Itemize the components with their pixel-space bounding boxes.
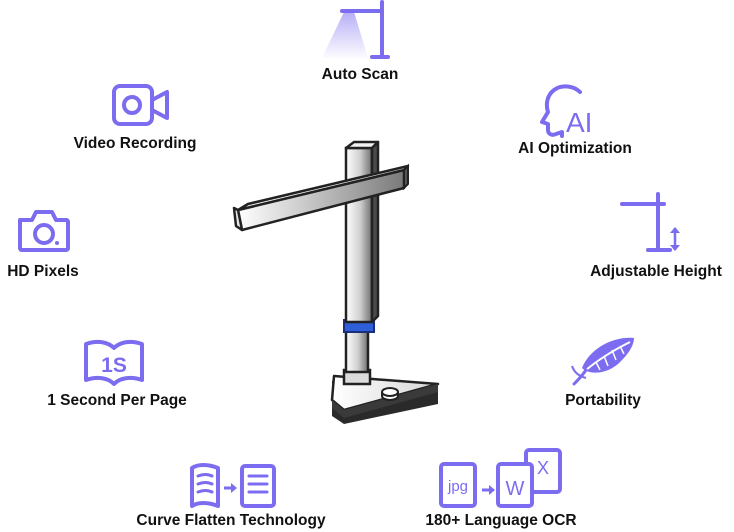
file-convert-icon: jpg X W <box>438 448 564 510</box>
adjustable-height-label: Adjustable Height <box>590 263 722 280</box>
one-second-label: 1 Second Per Page <box>47 392 187 409</box>
document-scanner-illustration <box>228 140 448 435</box>
ai-icon-text: AI <box>566 107 592 138</box>
portability-label: Portability <box>565 392 641 409</box>
one-second-icon-text: 1S <box>101 354 127 377</box>
ocr-label: 180+ Language OCR <box>425 512 577 529</box>
feather-icon <box>570 336 638 386</box>
ai-head-icon: AI <box>540 84 596 138</box>
flatten-document-icon <box>188 462 280 510</box>
open-book-icon: 1S <box>82 339 146 386</box>
curve-flatten-label: Curve Flatten Technology <box>136 512 326 529</box>
video-camera-icon <box>112 84 170 128</box>
x-icon-text: X <box>537 458 549 478</box>
photo-camera-icon <box>16 208 72 254</box>
height-adjust-icon <box>618 192 686 256</box>
auto-scan-label: Auto Scan <box>321 66 399 83</box>
hd-pixels-label: HD Pixels <box>7 263 79 280</box>
scanner-lamp-icon <box>320 0 390 60</box>
video-recording-label: Video Recording <box>73 135 197 152</box>
ai-optimization-label: AI Optimization <box>518 140 632 157</box>
w-icon-text: W <box>506 478 525 500</box>
jpg-icon-text: jpg <box>447 478 468 495</box>
